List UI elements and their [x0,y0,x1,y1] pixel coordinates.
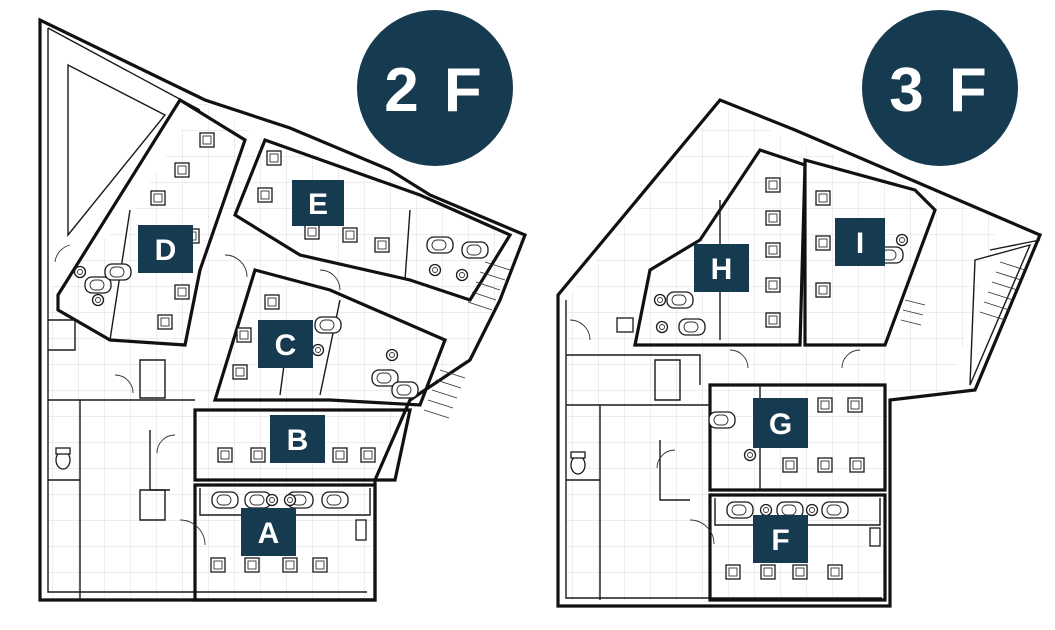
room-label-b: B [270,415,325,463]
floor-label-3f: 3 F [889,56,991,125]
svg-text:E: E [308,188,328,221]
room-label-a: A [241,508,296,556]
room-label-g: G [753,398,808,448]
svg-text:F: F [771,524,789,557]
svg-text:B: B [287,424,309,457]
floor-label-2f: 2 F [384,56,486,125]
room-label-f: F [753,515,808,563]
room-label-c: C [258,320,313,368]
room-label-d: D [138,225,193,273]
room-label-e: E [292,180,344,226]
floor-badge-3f: 3 F [862,10,1018,166]
svg-text:D: D [155,234,177,267]
room-label-h: H [694,244,749,292]
floor-3f-plan [556,98,1043,608]
svg-text:C: C [275,329,297,362]
svg-text:A: A [258,517,280,550]
svg-text:H: H [711,253,733,286]
svg-text:G: G [769,408,792,441]
room-label-i: I [835,218,885,266]
floor-badge-2f: 2 F [357,10,513,166]
svg-text:I: I [856,227,864,260]
